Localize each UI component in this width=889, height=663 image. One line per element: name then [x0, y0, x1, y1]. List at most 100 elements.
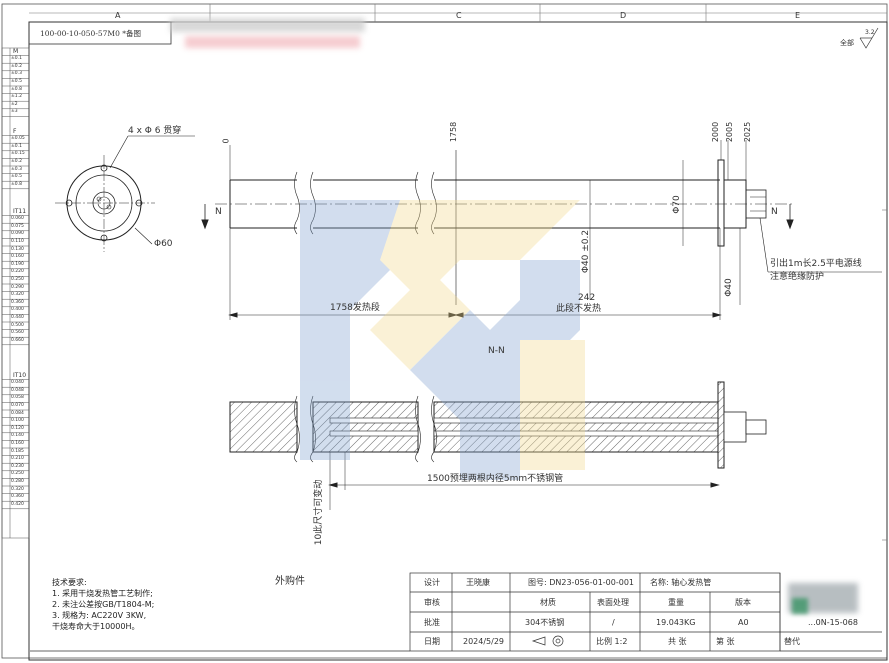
tolerance-value: 0.190 [11, 261, 24, 267]
dim-2005: 2005 [725, 121, 735, 143]
tolerance-value: ±3 [11, 109, 18, 115]
tolerance-value: ±2 [11, 101, 18, 107]
tolerance-value: ±0.5 [11, 78, 22, 84]
tolerance-value: 0.040 [11, 380, 24, 386]
tolerance-value: 0.070 [11, 402, 24, 408]
tech-req-line: 1. 采用干烧发热管工艺制作; [52, 589, 153, 598]
title-block [30, 572, 882, 652]
tb-name: 名称: 轴心发热管 [650, 578, 712, 587]
tolerance-value: 0.210 [11, 456, 24, 462]
tech-req-line: 2. 未注公差按GB/T1804-M; [52, 600, 155, 609]
tolerance-value: 0.140 [11, 433, 24, 439]
end-view [55, 135, 195, 252]
tech-req-line: 3. 规格为: AC220V 3KW, [52, 611, 147, 620]
segment-heating: 1758发热段 [330, 303, 380, 313]
tolerance-value: ±0.15 [11, 151, 25, 157]
tolerance-group-header: F [13, 128, 17, 135]
dim-2025: 2025 [743, 121, 753, 143]
tolerance-value: 0.320 [11, 292, 24, 298]
tolerance-value: ±0.05 [11, 136, 25, 142]
tech-req-line: 技术要求: [52, 578, 87, 587]
tb-surface: / [612, 618, 615, 627]
tech-req-line: 干烧寿命大于10000H。 [52, 622, 140, 631]
tolerance-value: 0.500 [11, 322, 24, 328]
tolerance-value: 0.075 [11, 223, 24, 229]
tolerance-value: ±0.3 [11, 71, 22, 77]
tolerance-value: ±0.1 [11, 143, 22, 149]
tolerance-value: 0.160 [11, 254, 24, 260]
holes-note: 4 x Φ 6 贯穿 [128, 126, 182, 136]
dia-40-tol: Φ40 ±0.2 [581, 229, 592, 274]
tolerance-value: ±0.8 [11, 181, 22, 187]
column-label-d: D [620, 11, 627, 20]
tb-drawing-no: 图号: DN23-056-01-00-001 [528, 578, 635, 587]
segment-nonheating: 此段不发热 [556, 304, 602, 314]
tolerance-value: 0.160 [11, 440, 24, 446]
top-ref-text: 100-00-10-050-57M0 *备图 [40, 29, 141, 38]
tolerance-value: 0.660 [11, 337, 24, 343]
tolerance-value: ±0.5 [11, 174, 22, 180]
tb-version-label: 版本 [735, 598, 751, 607]
tolerance-value: 0.360 [11, 299, 24, 305]
tb-date: 2024/5/29 [463, 637, 505, 646]
tolerance-value: 0.290 [11, 284, 24, 290]
tolerance-value: ±0.8 [11, 86, 22, 92]
tb-sheet-no: 第 张 [716, 637, 735, 646]
tolerance-value: ±1.2 [11, 94, 22, 100]
watermark-logo [300, 200, 585, 480]
tolerance-group-header: IT11 [13, 208, 27, 215]
dim-0: 0 [221, 138, 231, 144]
section-mark-left: N [215, 207, 222, 217]
redaction-top [170, 18, 365, 32]
redaction-top-pink [185, 36, 360, 48]
roughness-symbol [859, 27, 879, 49]
tb-approve-label: 批准 [424, 618, 440, 627]
tolerance-value: 0.084 [11, 410, 24, 416]
tolerance-value: 0.250 [11, 471, 24, 477]
tolerance-value: 0.100 [11, 418, 24, 424]
tolerance-value: ±0.2 [11, 63, 22, 69]
tolerance-value: 0.440 [11, 314, 24, 320]
tolerance-value: ±0.1 [11, 56, 22, 62]
tolerance-value: 0.110 [11, 238, 24, 244]
tb-designer: 王晓康 [466, 578, 490, 587]
front-view [201, 140, 882, 320]
lead-note-2: 注意绝缘防护 [770, 272, 825, 282]
tb-weight-label: 重量 [668, 598, 684, 607]
tolerance-value: 0.185 [11, 448, 24, 454]
tb-replace: 替代 [784, 637, 800, 646]
tb-surface-label: 表面处理 [597, 598, 629, 607]
top-title-box [28, 21, 172, 45]
tolerance-value: 0.230 [11, 463, 24, 469]
tolerance-value: 0.360 [11, 494, 24, 500]
roughness-value: 3.2 [865, 29, 875, 36]
section-title: N-N [488, 346, 505, 356]
end-view-diameter: Φ60 [154, 239, 173, 249]
tb-version: A0 [738, 618, 749, 627]
tolerance-value: 0.420 [11, 501, 24, 507]
tolerance-value: 0.560 [11, 330, 24, 336]
tolerance-value: 0.320 [11, 486, 24, 492]
column-label-a: A [115, 11, 121, 20]
tolerance-value: 0.220 [11, 269, 24, 275]
tube-note: 1500预埋两根内径5mm不锈钢管 [427, 474, 564, 484]
section-view [229, 381, 767, 510]
tb-review-label: 审核 [424, 598, 440, 607]
tolerance-value: 0.130 [11, 246, 24, 252]
tolerance-value: 0.120 [11, 425, 24, 431]
projection-symbol [531, 635, 564, 647]
tb-code: ...0N-15-068 [808, 618, 858, 627]
technical-requirements: 技术要求: 1. 采用干烧发热管工艺制作; 2. 未注公差按GB/T1804-M… [52, 577, 154, 632]
tolerance-value: 0.090 [11, 231, 24, 237]
roughness-scope: 全部 [840, 39, 854, 47]
tolerance-value: 0.250 [11, 276, 24, 282]
tb-sheets: 共 张 [668, 637, 687, 646]
tb-date-label: 日期 [424, 637, 440, 646]
dim-1758: 1758 [449, 121, 459, 143]
tolerance-value: 0.280 [11, 478, 24, 484]
tb-weight: 19.043KG [656, 618, 696, 627]
column-label-c: C [456, 11, 462, 20]
tolerance-value: 0.400 [11, 307, 24, 313]
tolerance-table [1, 47, 30, 539]
